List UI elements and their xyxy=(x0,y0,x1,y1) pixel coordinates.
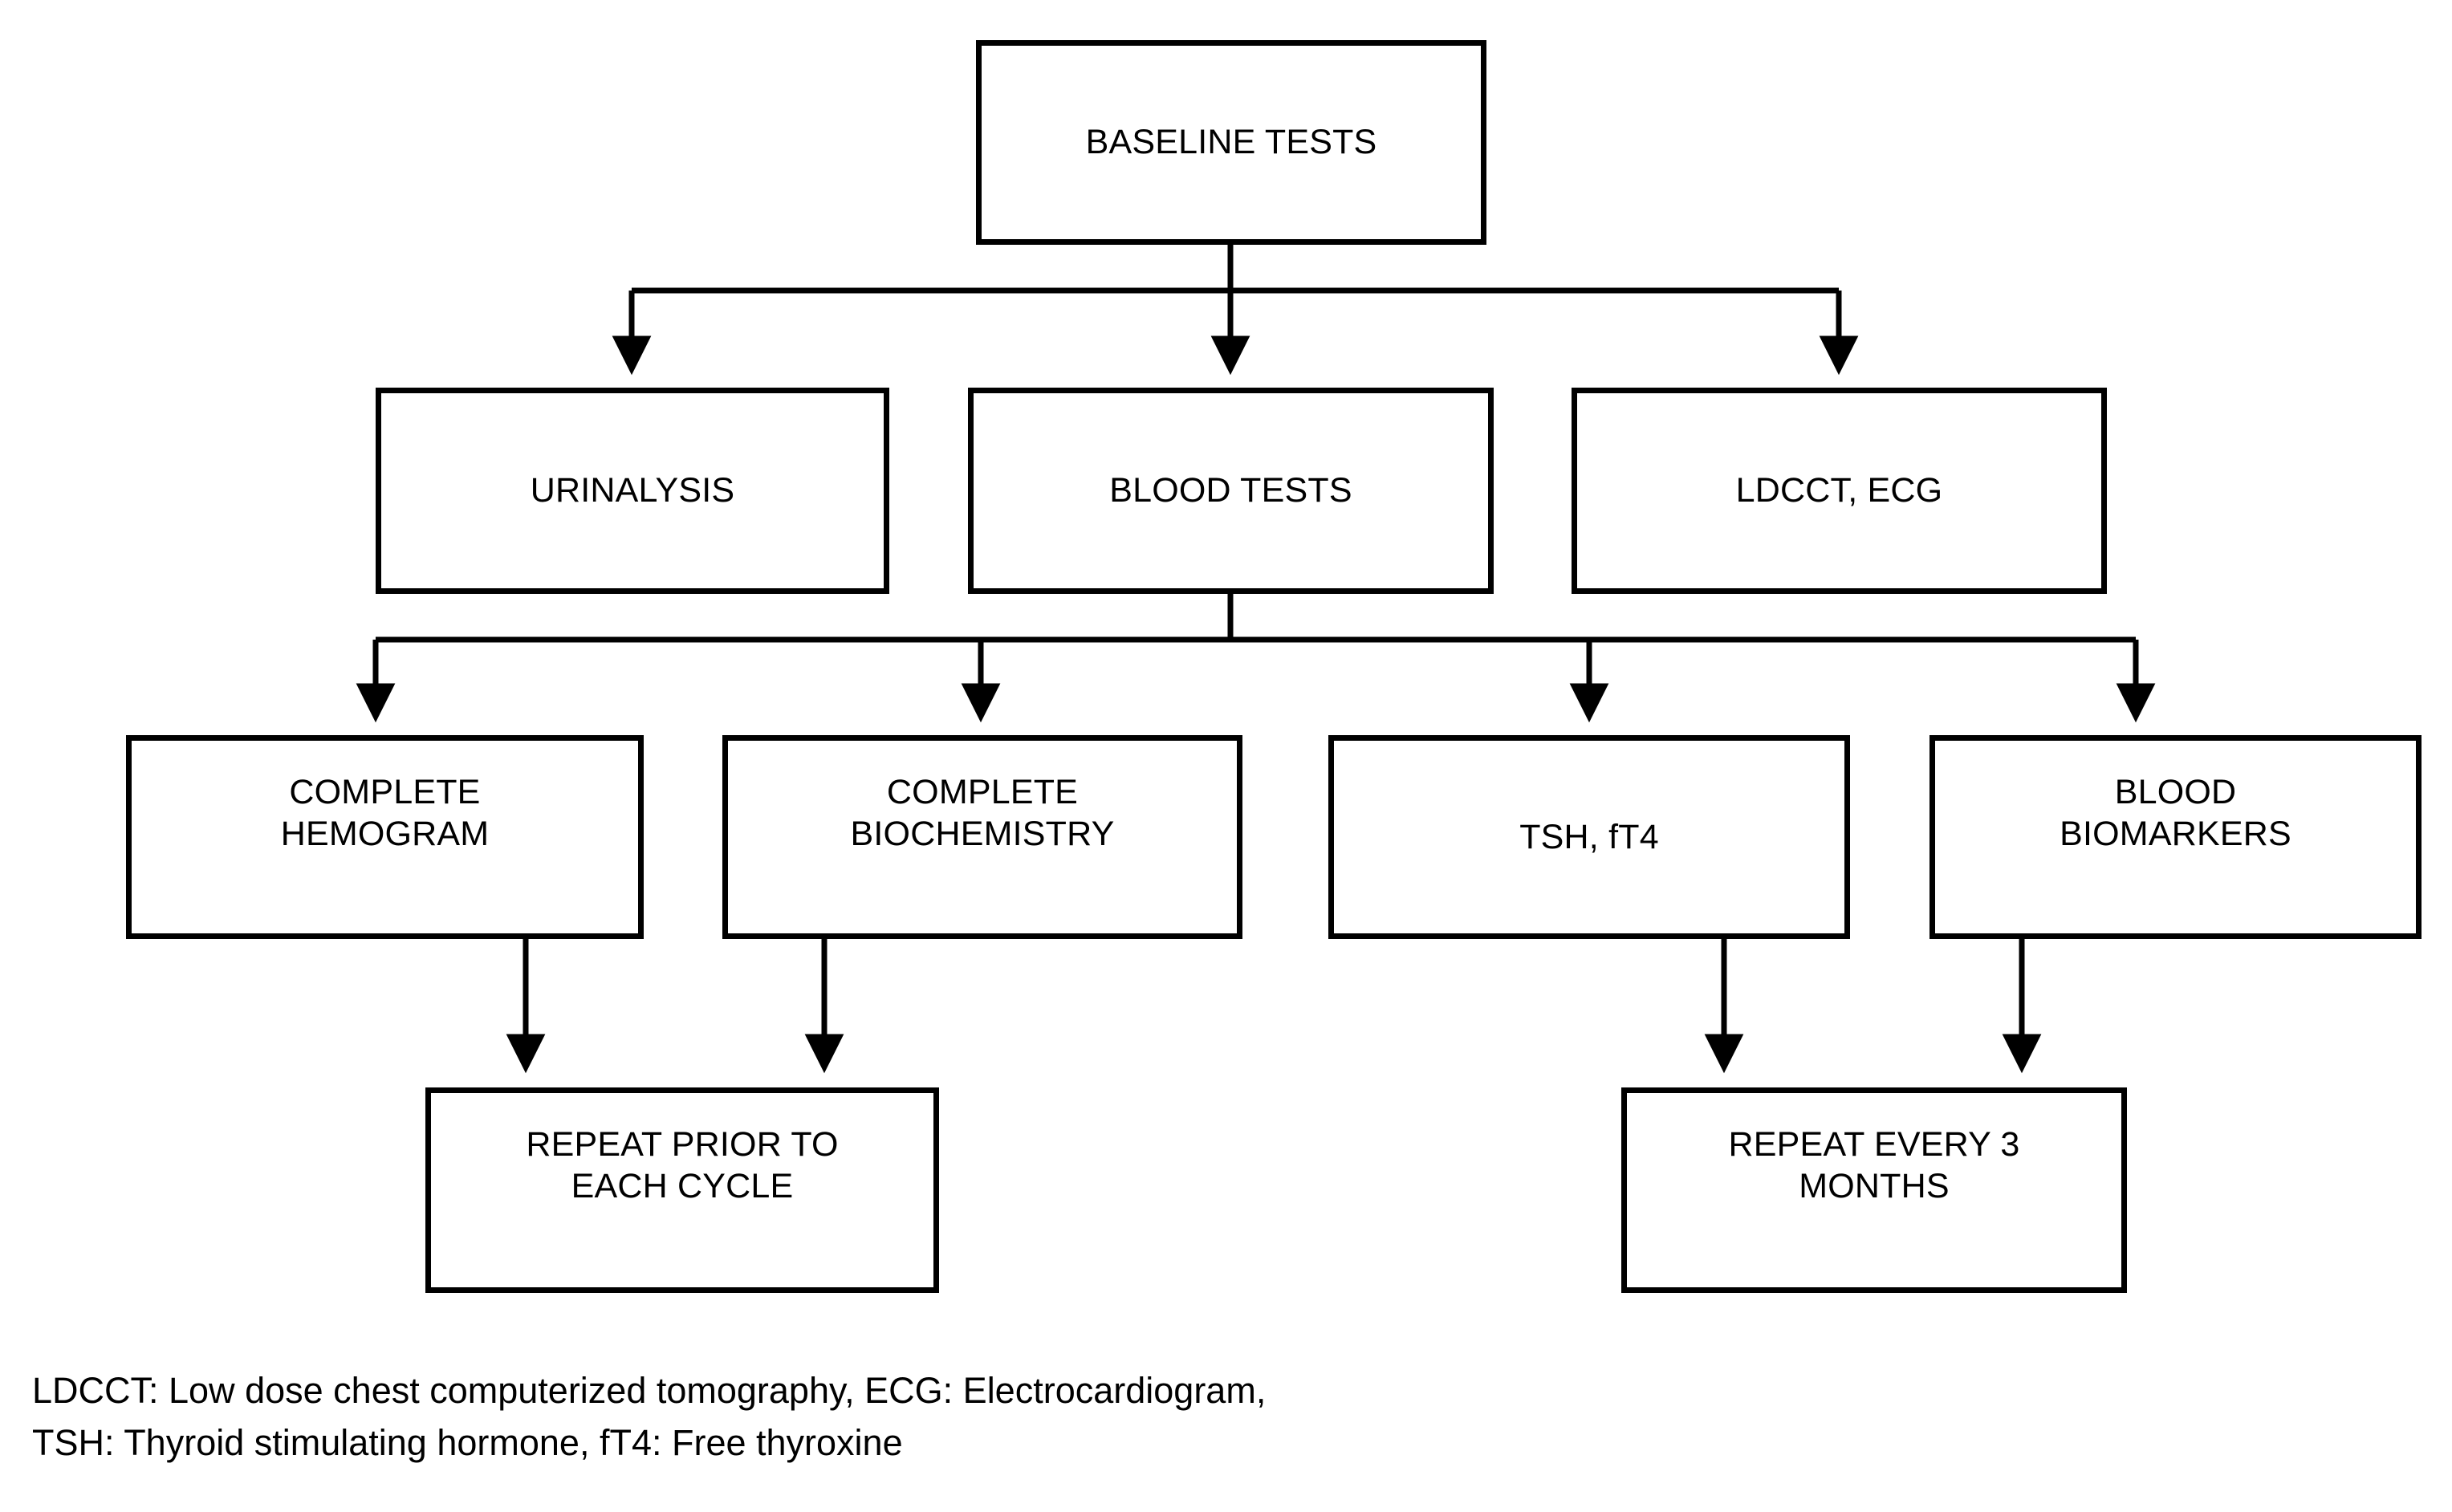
node-tsh-ft4[interactable]: TSH, fT4 xyxy=(1328,735,1850,939)
node-blood-biomarkers-label: BLOOD BIOMARKERS xyxy=(2060,773,2291,854)
node-blood-tests-label: BLOOD TESTS xyxy=(1109,471,1352,510)
node-baseline-tests-label: BASELINE TESTS xyxy=(1085,123,1377,162)
node-complete-biochemistry[interactable]: COMPLETE BIOCHEMISTRY xyxy=(722,735,1242,939)
node-baseline-tests[interactable]: BASELINE TESTS xyxy=(976,40,1486,245)
abbreviation-legend: LDCCT: Low dose chest computerized tomog… xyxy=(32,1370,1267,1464)
node-complete-hemogram[interactable]: COMPLETE HEMOGRAM xyxy=(126,735,644,939)
node-urinalysis[interactable]: URINALYSIS xyxy=(376,388,889,594)
node-tsh-ft4-label: TSH, fT4 xyxy=(1519,817,1659,856)
node-repeat-prior-to-each-cycle[interactable]: REPEAT PRIOR TO EACH CYCLE xyxy=(425,1087,939,1293)
node-blood-tests[interactable]: BLOOD TESTS xyxy=(968,388,1494,594)
node-ldcct-ecg-label: LDCCT, ECG xyxy=(1735,471,1943,510)
node-ldcct-ecg[interactable]: LDCCT, ECG xyxy=(1572,388,2107,594)
node-repeat-every-3-months-label: REPEAT EVERY 3 MONTHS xyxy=(1728,1125,2020,1206)
edge-baseline-to-level2 xyxy=(612,245,1859,376)
node-repeat-prior-to-each-cycle-label: REPEAT PRIOR TO EACH CYCLE xyxy=(526,1125,839,1206)
node-urinalysis-label: URINALYSIS xyxy=(530,471,735,510)
node-blood-biomarkers[interactable]: BLOOD BIOMARKERS xyxy=(1929,735,2422,939)
edge-blood-tests-to-level3 xyxy=(356,594,2156,723)
node-complete-hemogram-label: COMPLETE HEMOGRAM xyxy=(280,773,490,854)
node-complete-biochemistry-label: COMPLETE BIOCHEMISTRY xyxy=(850,773,1115,854)
node-repeat-every-3-months[interactable]: REPEAT EVERY 3 MONTHS xyxy=(1621,1087,2127,1293)
